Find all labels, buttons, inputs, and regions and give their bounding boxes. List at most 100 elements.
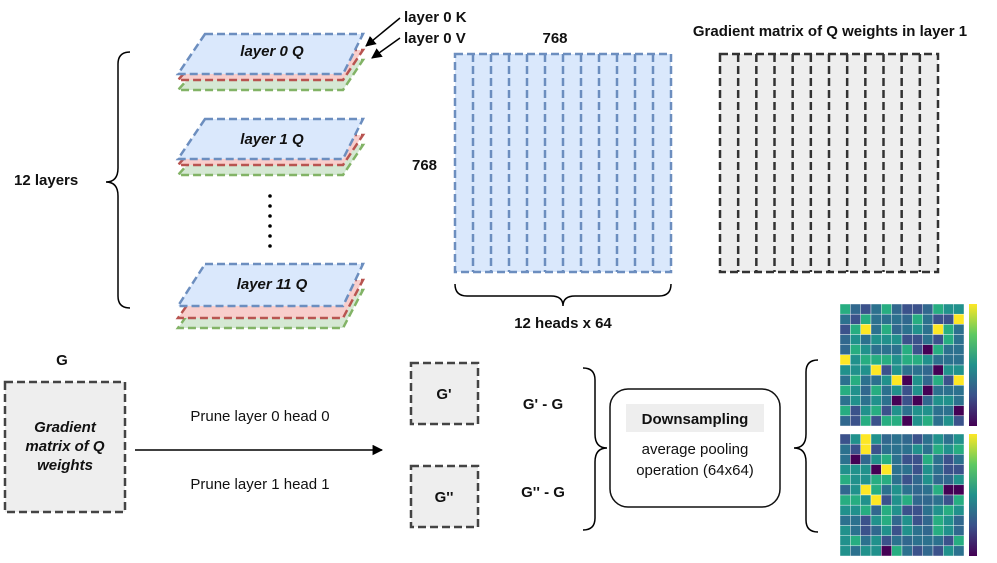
heatmap-bottom-cell [901, 545, 913, 557]
heatmap-top-cell [953, 313, 965, 325]
heatmap-bottom-cell [839, 433, 851, 445]
heatmap-top-cell [912, 385, 923, 396]
heatmap-top-cell [839, 344, 851, 356]
heatmap-top-cell [932, 385, 944, 396]
heatmap-top-cell [839, 303, 851, 315]
heatmap-top-cell [953, 354, 965, 366]
heatmap-bottom-cell [839, 454, 851, 465]
heatmap-bottom-cell [870, 545, 882, 557]
heatmap-top-cell [870, 334, 882, 345]
heatmap-top-cell [850, 405, 861, 417]
heatmap-top-cell [922, 395, 934, 406]
heatmap-top-cell [860, 395, 872, 406]
heatmap-top-cell [912, 324, 923, 335]
heatmap-bottom-cell [901, 464, 913, 475]
layers-brace [105, 51, 131, 309]
g-prime-label: G' [436, 386, 451, 403]
heatmap-top-cell [953, 405, 965, 417]
heads-brace [454, 283, 672, 307]
layer-1-q-plane [175, 117, 366, 161]
heatmap-top-colorbar [969, 304, 977, 426]
heatmap-top-cell [953, 364, 965, 376]
heatmap-top-cell [922, 405, 934, 417]
heatmap-top-cell [881, 374, 892, 386]
heatmap-bottom-cell [891, 525, 903, 536]
heatmap-top-cell [912, 334, 923, 345]
heatmap-top-cell [839, 364, 851, 376]
heatmap-top-cell [891, 385, 903, 396]
heatmap-bottom-cell [953, 454, 965, 465]
heatmap-bottom-cell [953, 443, 965, 455]
heatmap-top-cell [901, 395, 913, 406]
heatmap-bottom-cell [870, 464, 882, 475]
heatmap-bottom-cell [870, 504, 882, 516]
diff-label-a: G' - G [523, 396, 563, 413]
heatmap-top-cell [839, 385, 851, 396]
heatmap-top-cell [870, 324, 882, 335]
heatmap-bottom-cell [891, 494, 903, 506]
heatmap-top-cell [912, 344, 923, 356]
heatmap-top-cell [850, 354, 861, 366]
heatmap-bottom-cell [870, 454, 882, 465]
heatmap-top-cell [943, 303, 954, 315]
heatmap-bottom-cell [850, 515, 861, 526]
heatmap-top-cell [850, 364, 861, 376]
heatmap-top-cell [891, 395, 903, 406]
heatmap-top-cell [943, 415, 954, 427]
heatmap-top-cell [912, 415, 923, 427]
heatmap-top-cell [860, 334, 872, 345]
heatmap-bottom-cell [912, 454, 923, 465]
layer-1-q-label: layer 1 Q [240, 131, 304, 148]
heatmap-bottom-cell [932, 545, 944, 557]
heatmap-top-cell [850, 324, 861, 335]
heatmap-bottom-cell [912, 504, 923, 516]
heatmap-bottom-cell [850, 545, 861, 557]
heatmap-bottom-cell [891, 433, 903, 445]
heatmap-top-cell [870, 385, 882, 396]
heatmap-bottom-cell [943, 443, 954, 455]
heatmap-top-cell [850, 334, 861, 345]
heatmap-bottom-cell [881, 494, 892, 506]
layer-stack-1: layer 1 Q [175, 117, 366, 177]
heatmap-top-cell [860, 385, 872, 396]
heatmap-top-cell [953, 415, 965, 427]
heatmap-bottom-cell [922, 515, 934, 526]
heatmap-bottom-cell [839, 494, 851, 506]
heatmap-bottom-cell [953, 515, 965, 526]
heatmap-top-cell [901, 303, 913, 315]
heatmap-top-cell [891, 354, 903, 366]
heatmap-top-cell [850, 415, 861, 427]
heatmap-bottom-cell [891, 474, 903, 486]
heatmap-top-cell [860, 344, 872, 356]
heatmap-top-cell [839, 395, 851, 406]
heatmap-bottom [839, 433, 977, 557]
heatmap-bottom-cell [922, 433, 934, 445]
heatmap-top-cell [881, 344, 892, 356]
heatmap-top-cell [901, 354, 913, 366]
heatmap-bottom-cell [912, 525, 923, 536]
downsampling-line-1: average pooling [642, 441, 749, 458]
heatmap-bottom-cell [943, 515, 954, 526]
heatmap-top-cell [943, 405, 954, 417]
heatmap-top-cell [953, 374, 965, 386]
heatmap-top-cell [922, 385, 934, 396]
heatmap-top-cell [881, 313, 892, 325]
layer-11-q-plane [175, 262, 365, 308]
heatmap-top-cell [870, 313, 882, 325]
heatmap-top-cell [932, 405, 944, 417]
heatmap-bottom-cell [932, 443, 944, 455]
heatmap-top-cell [881, 364, 892, 376]
heatmap-bottom-cell [922, 443, 934, 455]
heatmap-bottom-cell [922, 504, 934, 516]
heatmap-bottom-cell [870, 494, 882, 506]
layers-count-label: 12 layers [14, 172, 78, 189]
heatmap-bottom-cell [912, 443, 923, 455]
heatmap-top-cell [922, 303, 934, 315]
heatmap-top-cell [912, 374, 923, 386]
heatmap-top-cell [881, 334, 892, 345]
prune-label-a: Prune layer 0 head 0 [190, 408, 329, 425]
heatmap-bottom-cell [932, 535, 944, 547]
heatmap-bottom-cell [932, 494, 944, 506]
heatmap-top-cell [891, 313, 903, 325]
heatmap-top-cell [922, 313, 934, 325]
